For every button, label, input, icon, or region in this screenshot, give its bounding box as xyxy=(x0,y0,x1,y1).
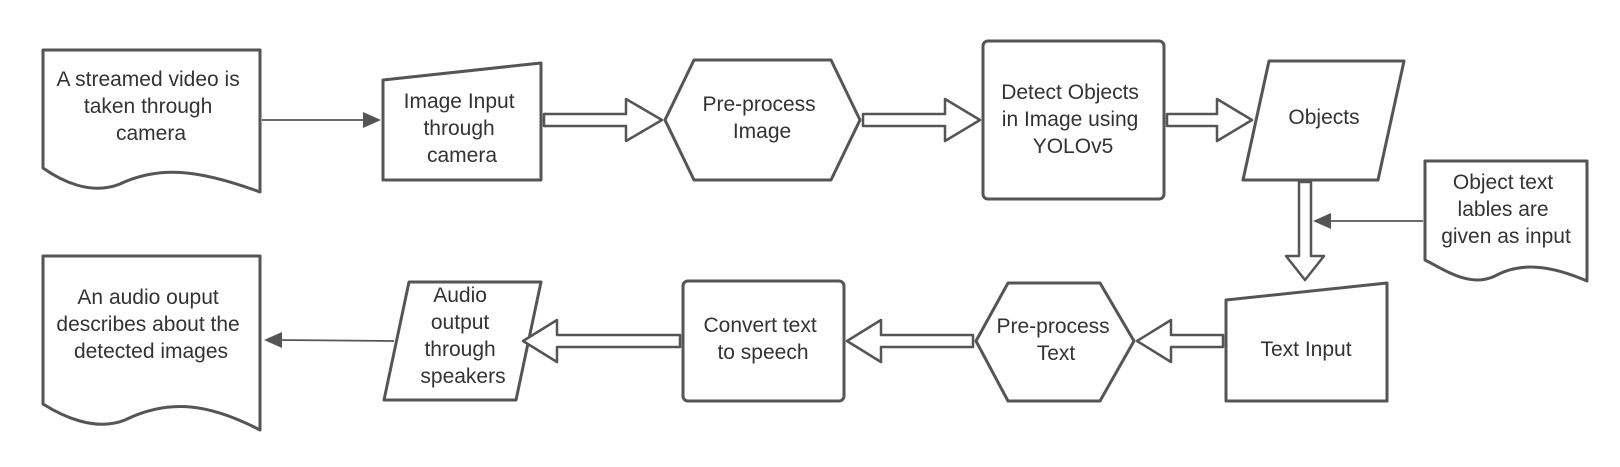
node-streamed-video-line-3: camera xyxy=(116,122,186,145)
node-image-input-line-1: Image Input xyxy=(404,90,515,113)
node-image-input-shape xyxy=(381,61,543,182)
node-detect-objects-shape xyxy=(981,39,1166,201)
node-preprocess-image-label: Pre-process Image xyxy=(702,93,821,143)
node-audio-description-label: An audio ouput describes about the detec… xyxy=(56,286,245,363)
node-objects-shape xyxy=(1241,59,1406,182)
edge-labels-to-flow-head xyxy=(1313,213,1331,229)
node-audio-description-line-3: detected images xyxy=(74,340,228,363)
node-streamed-video-label: A streamed video is taken through camera xyxy=(56,68,245,145)
node-preprocess-image-line-1: Pre-process xyxy=(702,93,815,116)
node-audio-output-line-2: output xyxy=(431,311,490,334)
node-audio-description-line-2: describes about the xyxy=(56,313,239,336)
edge-text-input-to-preprocess-arrow xyxy=(1135,318,1225,364)
node-audio-output-line-3: through xyxy=(424,338,495,361)
node-detect-objects-line-2: in Image using xyxy=(1002,108,1139,131)
edge-image-input-to-preprocess-arrow xyxy=(542,97,664,143)
node-preprocess-text-line-2: Text xyxy=(1037,342,1076,365)
edge-objects-to-text-input-arrow xyxy=(1284,180,1326,282)
node-text-input-line-1: Text Input xyxy=(1260,338,1351,361)
node-objects-line-1: Objects xyxy=(1288,106,1359,129)
node-audio-description-line-1: An audio ouput xyxy=(77,286,218,309)
node-convert-text-line-2: to speech xyxy=(717,341,808,364)
node-streamed-video-line-1: A streamed video is xyxy=(56,68,239,91)
node-detect-objects-label: Detect Objects in Image using YOLOv5 xyxy=(1001,81,1145,158)
node-object-text-labels-line-1: Object text xyxy=(1453,171,1554,194)
edge-detect-to-objects-arrow xyxy=(1165,97,1254,143)
node-audio-output-line-4: speakers xyxy=(420,365,505,388)
edge-audio-output-to-description-head xyxy=(264,332,282,348)
edge-convert-to-audio-output-arrow xyxy=(521,318,682,364)
node-image-input-line-2: through xyxy=(423,117,494,140)
node-convert-text-shape xyxy=(681,279,846,403)
node-detect-objects-line-3: YOLOv5 xyxy=(1033,135,1114,158)
edge-audio-output-to-description-line xyxy=(278,339,395,342)
node-detect-objects-line-1: Detect Objects xyxy=(1001,81,1139,104)
node-objects-label: Objects xyxy=(1288,106,1359,129)
node-convert-text-line-1: Convert text xyxy=(703,314,816,337)
edge-video-to-image-input-head xyxy=(363,112,381,128)
node-convert-text-label: Convert text to speech xyxy=(703,314,822,364)
node-audio-output-label: Audio output through speakers xyxy=(420,284,505,388)
node-preprocess-text-label: Pre-process Text xyxy=(996,315,1115,365)
node-streamed-video-shape xyxy=(41,48,262,194)
node-object-text-labels-shape xyxy=(1423,159,1589,283)
node-audio-output-line-1: Audio xyxy=(433,284,487,307)
edge-preprocess-to-convert-arrow xyxy=(845,318,975,364)
node-object-text-labels-line-2: lables are xyxy=(1458,198,1549,221)
edge-preprocess-to-detect-arrow xyxy=(861,97,982,143)
node-text-input-label: Text Input xyxy=(1260,338,1351,361)
node-preprocess-image-line-2: Image xyxy=(733,120,791,143)
node-streamed-video-line-2: taken through xyxy=(84,95,212,118)
node-text-input-shape xyxy=(1224,281,1389,403)
node-preprocess-text-line-1: Pre-process xyxy=(996,315,1109,338)
node-image-input-line-3: camera xyxy=(427,144,497,167)
node-image-input-label: Image Input through camera xyxy=(404,90,521,167)
node-object-text-labels-line-3: given as input xyxy=(1441,225,1571,248)
node-preprocess-text-shape xyxy=(974,281,1136,403)
node-preprocess-image-shape xyxy=(663,58,862,182)
node-audio-description-shape xyxy=(41,254,262,432)
node-object-text-labels-label: Object text lables are given as input xyxy=(1441,171,1571,248)
node-audio-output-shape xyxy=(382,280,543,402)
